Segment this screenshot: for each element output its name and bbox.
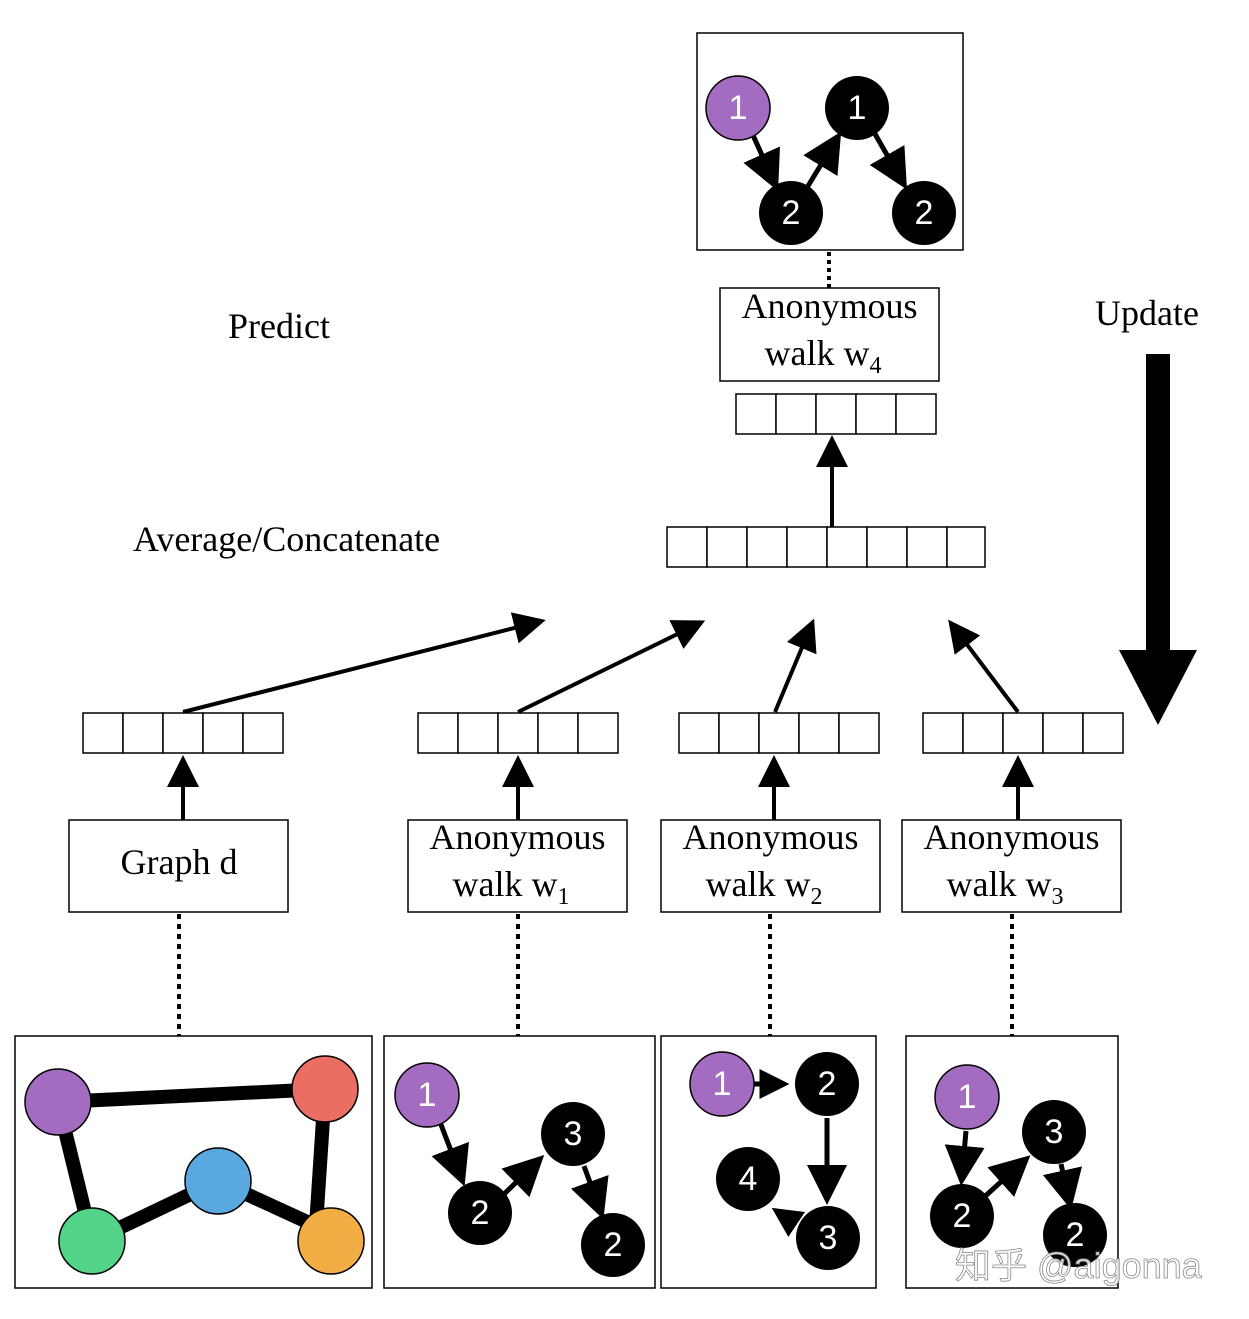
arrow-w2-to-avg (773, 618, 817, 713)
svg-text:2: 2 (915, 194, 934, 232)
graph-d-panel (14, 1035, 373, 1289)
svg-text:1: 1 (958, 1078, 977, 1116)
svg-text:3: 3 (1045, 1113, 1064, 1151)
walk1-node: 2 (581, 1213, 645, 1277)
walk3-node: 2 (930, 1184, 994, 1248)
walk3-node: 1 (934, 1064, 1000, 1130)
update-arrow-icon (1119, 354, 1197, 725)
svg-text:2: 2 (1066, 1216, 1085, 1254)
walk1-panel: 1 3 2 2 (383, 1035, 656, 1289)
svg-text:2: 2 (471, 1194, 490, 1232)
svg-text:1: 1 (713, 1065, 732, 1103)
svg-text:2: 2 (782, 194, 801, 232)
graph-node (291, 1055, 359, 1123)
svg-text:walk w1: walk w1 (453, 864, 570, 910)
walk4-node: 2 (759, 181, 823, 245)
svg-text:Anonymous: Anonymous (741, 286, 917, 326)
walk4-node: 1 (705, 75, 771, 141)
graph-node (297, 1207, 365, 1275)
graph-vector (82, 712, 284, 754)
walk1-label-box: Anonymous walk w1 (407, 817, 628, 913)
svg-text:1: 1 (848, 89, 867, 127)
svg-text:Anonymous: Anonymous (429, 817, 605, 857)
walk1-node: 1 (394, 1062, 460, 1128)
walk2-vector (678, 712, 880, 754)
walk4-label-box: Anonymous walk w4 (719, 286, 940, 382)
arrow-graph-to-avg (182, 612, 546, 714)
walk2-label-box: Anonymous walk w2 (660, 817, 881, 913)
walk4-node: 1 (825, 76, 889, 140)
walk4-node: 2 (892, 181, 956, 245)
walk2-node: 2 (795, 1052, 859, 1116)
walk3-node: 3 (1022, 1100, 1086, 1164)
walk3-panel: 1 3 2 2 (905, 1035, 1119, 1289)
svg-text:walk w2: walk w2 (706, 864, 823, 910)
walk3-vector (922, 712, 1124, 754)
walk2-node: 4 (716, 1147, 780, 1211)
svg-text:walk w4: walk w4 (765, 333, 882, 379)
predict-label: Predict (228, 306, 330, 346)
walk1-node: 3 (541, 1102, 605, 1166)
walk3-label-box: Anonymous walk w3 (901, 817, 1122, 913)
update-label: Update (1095, 293, 1199, 333)
average-label: Average/Concatenate (133, 519, 440, 559)
svg-text:Graph d: Graph d (121, 842, 238, 882)
svg-text:4: 4 (739, 1160, 758, 1198)
svg-text:walk w3: walk w3 (947, 864, 1064, 910)
walk1-vector (417, 712, 619, 754)
svg-text:2: 2 (953, 1197, 972, 1235)
walk2-node: 3 (796, 1206, 860, 1270)
arrow-w1-to-avg (517, 620, 706, 714)
walk4-panel: 1 1 2 2 (696, 32, 964, 251)
walk2-node: 1 (689, 1051, 755, 1117)
svg-text:3: 3 (819, 1219, 838, 1257)
graph-node (58, 1207, 126, 1275)
svg-text:2: 2 (818, 1065, 837, 1103)
graph-d-box: Graph d (68, 819, 289, 913)
walk4-vector (735, 393, 937, 435)
svg-text:3: 3 (564, 1115, 583, 1153)
walk3-node: 2 (1043, 1203, 1107, 1267)
graph-node (184, 1147, 252, 1215)
walk1-node: 2 (448, 1181, 512, 1245)
walk2-panel: 1 2 4 3 (660, 1035, 877, 1289)
svg-text:2: 2 (604, 1226, 623, 1264)
svg-text:Anonymous: Anonymous (682, 817, 858, 857)
concat-vector (666, 526, 986, 568)
watermark: 知乎 @aigonna (955, 1245, 1203, 1286)
svg-text:1: 1 (729, 89, 748, 127)
arrow-w3-to-avg (948, 619, 1020, 714)
graph-node (24, 1068, 92, 1136)
svg-text:1: 1 (418, 1076, 437, 1114)
svg-text:Anonymous: Anonymous (923, 817, 1099, 857)
